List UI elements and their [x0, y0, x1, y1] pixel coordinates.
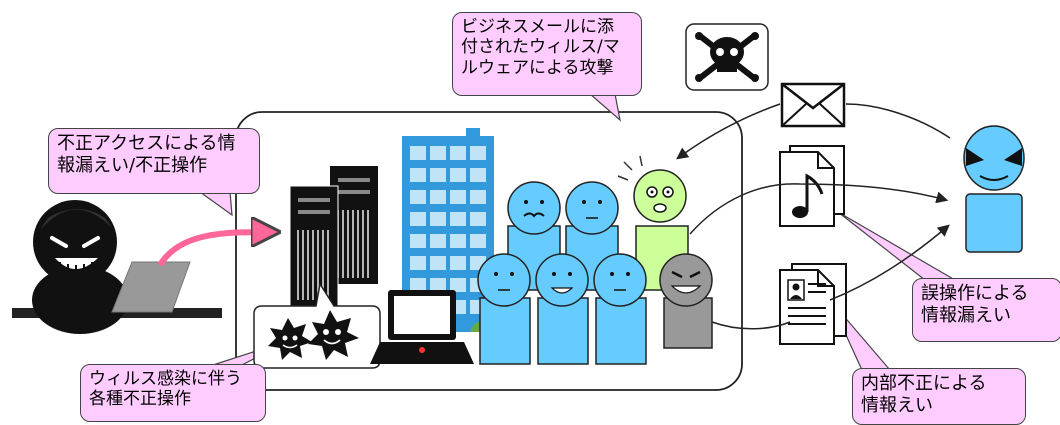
- callout-email-virus-attack: ビジネスメールに添 付されたウィルス/マ ルウェアによる攻撃: [452, 12, 642, 96]
- laptop-icon: [370, 290, 474, 364]
- callout-virus-infection: ウィルス感染に伴う 各種不正操作: [80, 364, 266, 422]
- virus-icon: [268, 318, 312, 360]
- server-icon: [289, 166, 378, 309]
- blue-devil-icon: [963, 125, 1025, 253]
- envelope-icon: [780, 82, 846, 128]
- callout-misoperation-leak: 誤操作による 情報漏えい: [912, 278, 1060, 342]
- leak-arrow-middle: [829, 224, 950, 301]
- callout-pointer-misop: [837, 211, 958, 281]
- access-attack-arrow: [157, 232, 272, 267]
- employee-icon: [593, 253, 647, 365]
- employee-icon: [477, 253, 531, 365]
- leak-arrow-top: [689, 183, 949, 235]
- insider-employee-icon: [659, 253, 713, 349]
- callout-insider-fraud: 内部不正による 情報えい: [852, 368, 1026, 425]
- personal-record-document-icon: [779, 263, 847, 345]
- organization-frame: [235, 111, 743, 391]
- email-from-devil-line: [845, 103, 951, 139]
- insider-leak-line: [711, 321, 791, 330]
- virus-icon: [308, 310, 359, 360]
- callout-pointer-email: [588, 93, 621, 122]
- skull-crossbones-icon: [685, 23, 769, 91]
- callout-pointer-access: [198, 191, 233, 217]
- callout-unauthorized-access: 不正アクセスによる情 報漏えい/不正操作: [48, 128, 260, 194]
- music-document-icon: [779, 145, 845, 227]
- hacker-icon: [12, 200, 222, 334]
- virus-speech-bubble: [253, 281, 381, 369]
- employee-icon: [535, 253, 589, 365]
- email-inbound-arrow: [676, 103, 781, 160]
- laptop-icon: [111, 261, 191, 313]
